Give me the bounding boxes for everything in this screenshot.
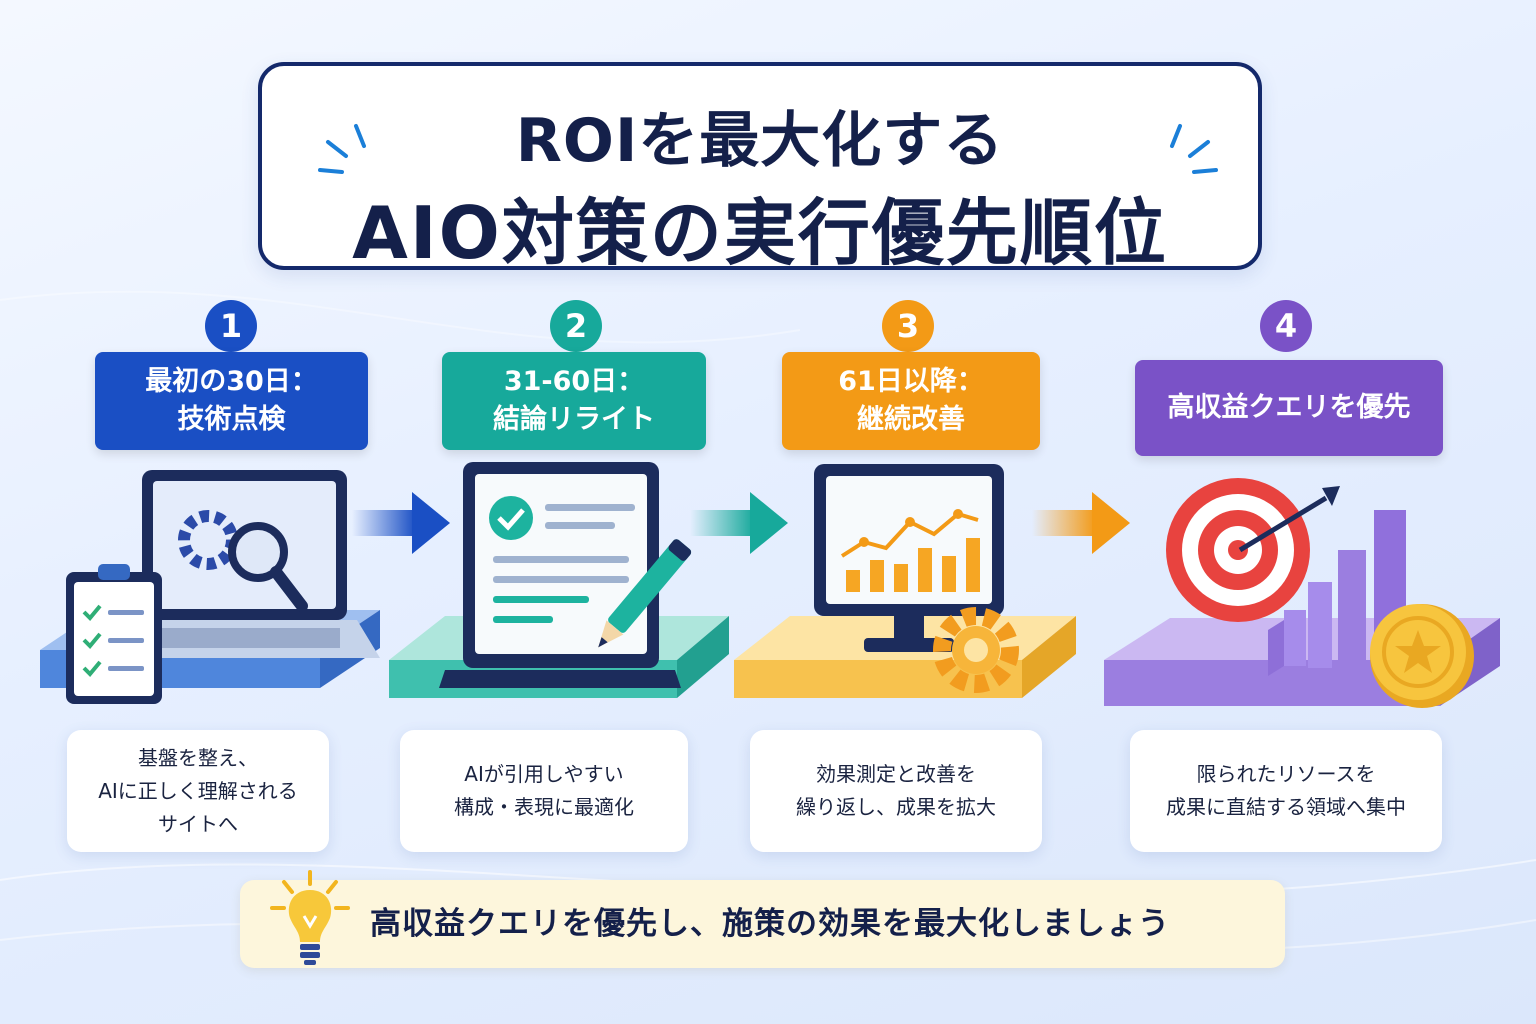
step-4-desc-line-1: 限られたリソースを [1196,762,1376,786]
step-1-label: 最初の30日： 技術点検 [95,352,368,450]
step-2-label-line-1: 31-60日： [503,366,645,397]
step-4-label: 高収益クエリを優先 [1135,360,1443,456]
step-4-target-growth-illustration [1104,478,1500,708]
step-1-label-line-2: 技術点検 [177,404,286,435]
step-4-number-badge: 4 [1260,300,1312,352]
spark-right-icon [1170,124,1218,174]
title-line-2: AIO対策の実行優先順位 [352,191,1168,275]
step-2-description: AIが引用しやすい 構成・表現に最適化 [400,730,688,852]
step-2-desc-line-2: 構成・表現に最適化 [454,795,634,819]
step-1-desc-line-2: AIに正しく理解される [98,778,298,803]
title-box: ROIを最大化する AIO対策の実行優先順位 [258,62,1262,275]
step-2-desc-line-1: AIが引用しやすい [464,762,624,786]
step-3-label: 61日以降： 継続改善 [782,352,1040,450]
summary-banner-text: 高収益クエリを優先し、施策の効果を最大化しましょう [370,906,1170,942]
title-line-1: ROIを最大化する [515,106,1005,176]
step-1-label-line-1: 最初の30日： [145,366,318,397]
step-2-rewrite-illustration [389,462,729,698]
step-1-description: 基盤を整え、 AIに正しく理解される サイトへ [67,730,329,852]
step-2-label: 31-60日： 結論リライト [442,352,706,450]
step-3-label-line-2: 継続改善 [857,404,965,435]
step-1-technical-check-illustration [40,470,380,704]
arrow-right-icon [690,492,788,554]
spark-left-icon [318,124,366,174]
step-4-label-line-1: 高収益クエリを優先 [1167,392,1411,423]
step-3-description: 効果測定と改善を 繰り返し、成果を拡大 [750,730,1042,852]
lightbulb-icon [270,870,350,965]
step-3-desc-line-1: 効果測定と改善を [816,762,976,786]
step-3-number-badge: 3 [882,300,934,352]
step-4-description: 限られたリソースを 成果に直結する領域へ集中 [1130,730,1442,852]
step-2-number-badge: 2 [550,300,602,352]
step-3-desc-line-2: 繰り返し、成果を拡大 [796,795,996,819]
arrow-right-icon [352,492,450,554]
step-3-improvement-illustration [734,464,1076,698]
step-2-label-line-2: 結論リライト [493,404,655,435]
step-1-number-badge: 1 [205,300,257,352]
step-4-desc-line-2: 成果に直結する領域へ集中 [1166,795,1406,819]
step-1-desc-line-1: 基盤を整え、 [138,745,258,770]
step-3-label-line-1: 61日以降： [838,366,984,397]
summary-banner: 高収益クエリを優先し、施策の効果を最大化しましょう [240,870,1285,968]
arrow-right-icon [1032,492,1130,554]
step-1-desc-line-3: サイトへ [158,811,238,836]
